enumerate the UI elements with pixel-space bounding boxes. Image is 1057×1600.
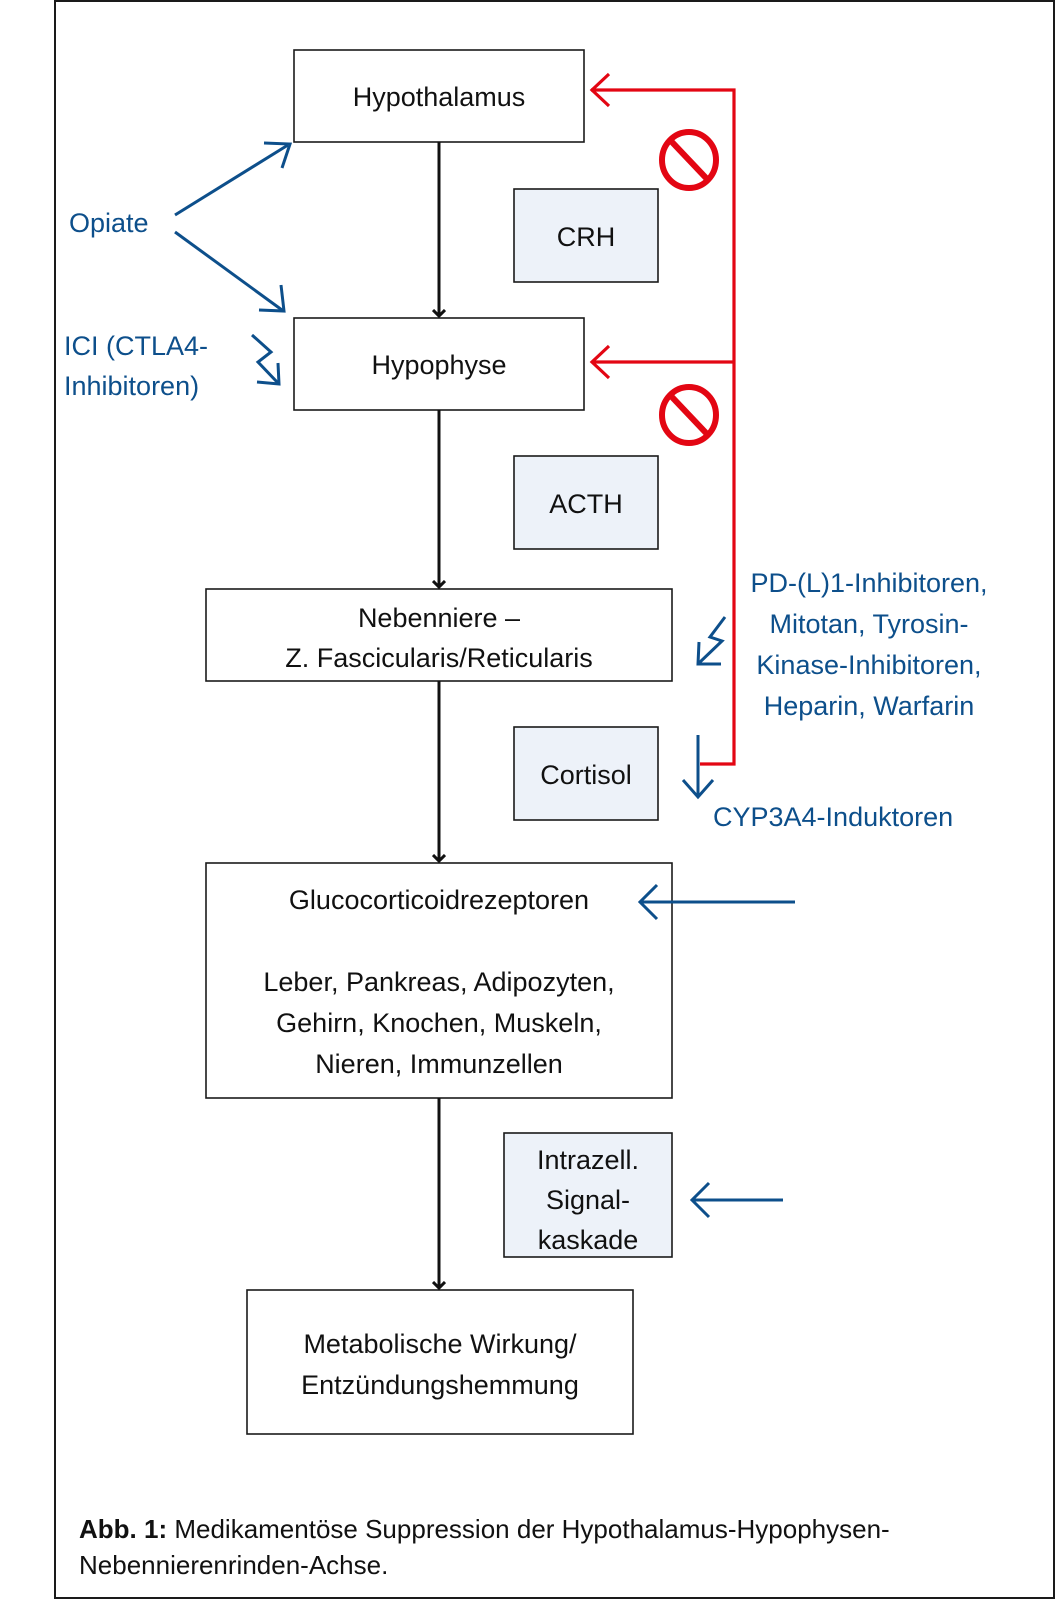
drug-adrenal-line3: Kinase-Inhibitoren,	[756, 650, 981, 680]
node-glucocorticoid-targets-2: Gehirn, Knochen, Muskeln,	[276, 1008, 602, 1038]
node-glucocorticoid-targets-3: Nieren, Immunzellen	[315, 1049, 563, 1079]
arrowhead-icon	[637, 883, 659, 921]
drug-adrenal-line1: PD-(L)1-Inhibitoren,	[750, 568, 987, 598]
node-hypophyse-label: Hypophyse	[371, 350, 506, 380]
drug-ici-line1: ICI (CTLA4-	[64, 331, 208, 361]
node-nebenniere-line1: Nebenniere –	[358, 603, 520, 633]
node-glucocorticoidrezeptoren: Glucocorticoidrezeptoren Leber, Pankreas…	[205, 862, 673, 1099]
signal-line3: kaskade	[538, 1225, 639, 1255]
arrowhead-icon	[696, 641, 721, 666]
feedback-arrowhead-hypophyse	[589, 344, 611, 380]
prohibited-icon	[659, 384, 719, 446]
node-nebenniere: Nebenniere – Z. Fascicularis/Reticularis	[205, 588, 673, 682]
arrowhead-icon	[256, 362, 281, 386]
node-hypothalamus-label: Hypothalamus	[353, 82, 526, 112]
hormone-cortisol-label: Cortisol	[540, 760, 632, 790]
feedback-arrowhead-hypothalamus	[589, 72, 611, 108]
feedback-line	[591, 88, 736, 766]
node-wirkung-line2: Entzündungshemmung	[301, 1370, 579, 1400]
hormone-acth-label: ACTH	[549, 489, 623, 519]
arrowhead-icon	[263, 141, 293, 169]
drug-ici-line2: Inhibitoren)	[64, 371, 199, 401]
drug-adrenal-line2: Mitotan, Tyrosin-	[769, 609, 968, 639]
drug-adrenal-line4: Heparin, Warfarin	[764, 691, 975, 721]
hormone-cortisol: Cortisol	[513, 726, 659, 821]
node-wirkung-line1: Metabolische Wirkung/	[303, 1329, 577, 1359]
figure-caption-line2: Nebennierenrinden-Achse.	[79, 1550, 388, 1580]
figure-caption-label: Abb. 1:	[79, 1514, 167, 1544]
opiate-arrow-hypothalamus	[174, 143, 289, 217]
node-hypothalamus: Hypothalamus	[293, 49, 585, 143]
node-hypophyse: Hypophyse	[293, 317, 585, 411]
hormone-signalkaskade: Intrazell. Signal- kaskade	[503, 1132, 673, 1258]
ici-lightning-arrow	[250, 333, 280, 385]
figure-caption-text: Medikamentöse Suppression der Hypothalam…	[167, 1514, 890, 1544]
hormone-crh-label: CRH	[557, 222, 616, 252]
arrowhead-icon	[258, 284, 286, 313]
signal-line2: Signal-	[546, 1185, 630, 1215]
opiate-arrow-hypophyse	[174, 230, 283, 312]
figure-frame	[54, 0, 1055, 1599]
node-glucocorticoid-targets-1: Leber, Pankreas, Adipozyten,	[263, 967, 614, 997]
adrenal-lightning-arrow	[697, 616, 727, 665]
signal-line1: Intrazell.	[537, 1145, 639, 1175]
node-nebenniere-line2: Z. Fascicularis/Reticularis	[285, 643, 593, 673]
arrowhead-icon	[689, 1181, 711, 1219]
negative-feedback-loop	[589, 72, 736, 766]
drug-cyp3a4-label: CYP3A4-Induktoren	[713, 802, 953, 832]
drug-opiate-label: Opiate	[69, 208, 149, 238]
prohibited-icon	[659, 129, 719, 191]
node-wirkung: Metabolische Wirkung/ Entzündungshemmung	[246, 1289, 634, 1435]
arrowhead-icon	[681, 779, 715, 800]
hormone-crh: CRH	[513, 188, 659, 283]
figure-caption-line1: Abb. 1: Medikamentöse Suppression der Hy…	[79, 1514, 890, 1544]
node-glucocorticoid-title: Glucocorticoidrezeptoren	[289, 885, 589, 915]
hormone-acth: ACTH	[513, 455, 659, 550]
